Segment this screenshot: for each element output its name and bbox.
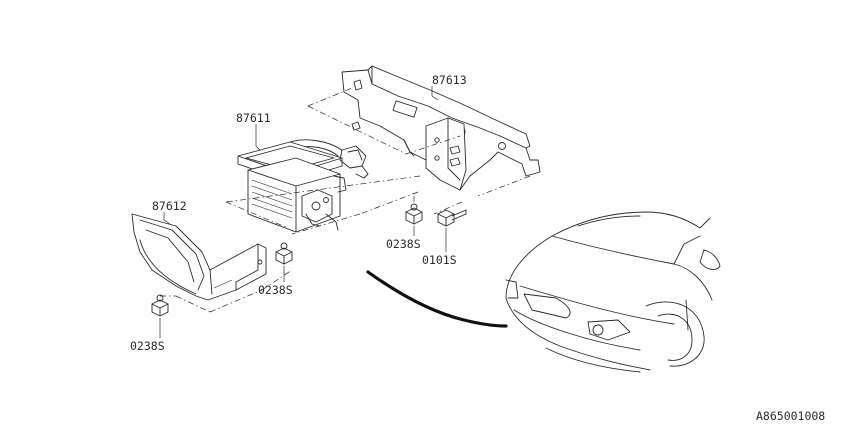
leader-lines bbox=[159, 86, 447, 338]
car-front-illustration bbox=[505, 211, 721, 373]
location-pointer bbox=[366, 270, 508, 328]
bolt-0101s bbox=[437, 209, 467, 227]
nut-0238s-upper bbox=[405, 203, 423, 225]
label-part-87613: 87613 bbox=[432, 73, 467, 87]
label-fastener-0101s: 0101S bbox=[422, 253, 457, 267]
module-87611 bbox=[237, 139, 369, 233]
label-part-87612: 87612 bbox=[152, 199, 187, 213]
label-fastener-0238s-lower: 0238S bbox=[130, 339, 165, 353]
cover-87612 bbox=[131, 213, 267, 301]
nut-0238s-middle bbox=[275, 242, 293, 265]
bracket-87613 bbox=[341, 65, 541, 191]
label-fastener-0238s-upper: 0238S bbox=[386, 237, 421, 251]
figure-code: A865001008 bbox=[756, 409, 825, 423]
nut-0238s-lower bbox=[151, 294, 169, 317]
label-part-87611: 87611 bbox=[236, 111, 271, 125]
assembly-lines bbox=[160, 87, 531, 313]
label-fastener-0238s-middle: 0238S bbox=[258, 283, 293, 297]
